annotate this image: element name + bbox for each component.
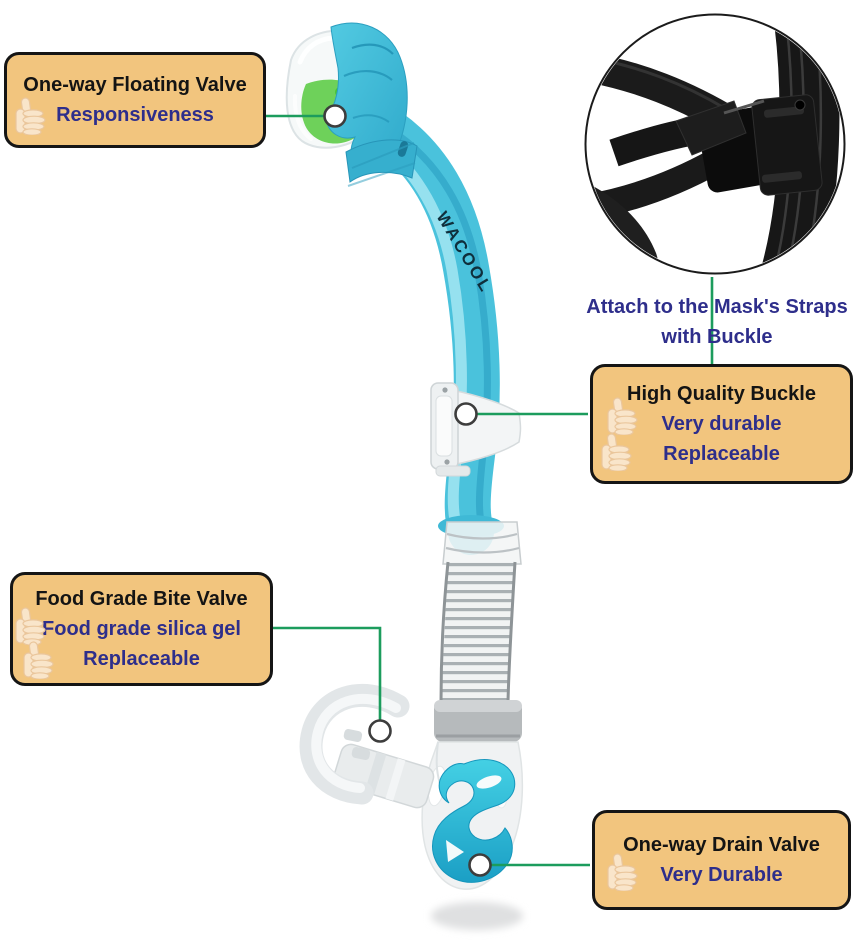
marker-floating-valve xyxy=(323,104,347,128)
thumbs-up-icon xyxy=(13,97,47,135)
callout-drain-valve: One-way Drain Valve Very Durable xyxy=(592,810,851,910)
callout-feature: Very Durable xyxy=(660,863,783,886)
thumbs-up-icon xyxy=(599,433,633,471)
callout-buckle: High Quality Buckle Very durable Replace… xyxy=(590,364,853,484)
inset-caption-line2: with Buckle xyxy=(661,326,773,348)
callout-bite-valve: Food Grade Bite Valve Food grade silica … xyxy=(10,572,273,686)
drain-valve-accent xyxy=(432,759,516,883)
thumbs-up-icon xyxy=(605,853,639,891)
callout-title: One-way Drain Valve xyxy=(623,833,820,856)
marker-bite-valve xyxy=(368,719,392,743)
inset-caption-line1: Attach to the Mask's Straps xyxy=(586,296,848,318)
thumbs-up-icon xyxy=(605,397,639,435)
snorkel-tube xyxy=(347,97,500,555)
callout-floating-valve: One-way Floating Valve Responsiveness xyxy=(4,52,266,148)
dry-top-assembly xyxy=(285,22,418,187)
callout-feature: Very durable xyxy=(661,412,782,435)
line-bite-valve xyxy=(273,626,382,731)
ground-shadow xyxy=(431,902,523,930)
callout-feature: Responsiveness xyxy=(56,103,214,126)
callout-title: Food Grade Bite Valve xyxy=(35,587,248,610)
callout-title: High Quality Buckle xyxy=(627,382,816,405)
mask-strap-inset xyxy=(584,13,846,275)
flex-hose xyxy=(434,515,522,742)
thumbs-up-icon xyxy=(13,607,47,645)
marker-buckle xyxy=(454,402,478,426)
mouthpiece xyxy=(299,684,435,809)
callout-title: One-way Floating Valve xyxy=(23,73,247,96)
thumbs-up-icon xyxy=(21,641,55,679)
callout-feature: Replaceable xyxy=(83,647,200,670)
callout-feature: Food grade silica gel xyxy=(42,617,241,640)
inset-caption: Attach to the Mask's Straps with Buckle xyxy=(563,292,858,352)
marker-drain-valve xyxy=(468,853,492,877)
callout-feature: Replaceable xyxy=(663,442,780,465)
annotation-markers xyxy=(323,104,492,877)
